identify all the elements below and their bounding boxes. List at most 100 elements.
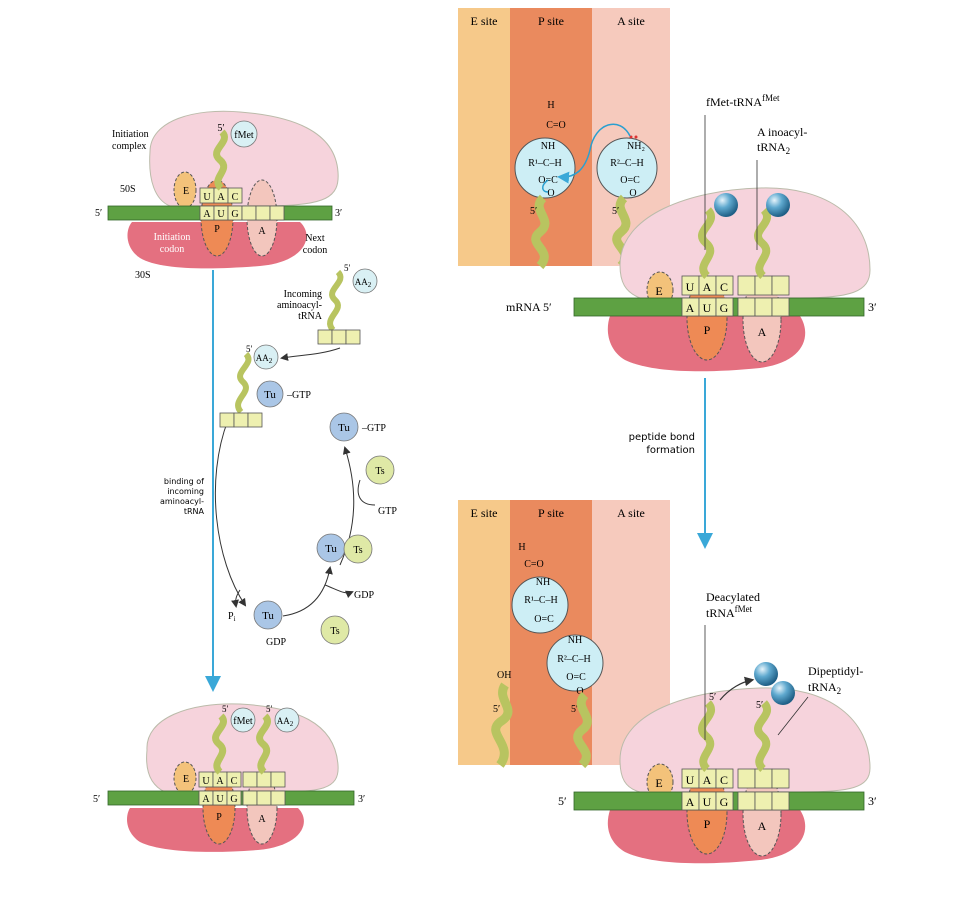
incoming-trna-coil [327, 269, 344, 333]
chem-right-o: O [629, 188, 636, 199]
anticodon-boxes-right-top [681, 275, 790, 296]
cycle-arc-bottom [282, 566, 333, 617]
anticodon-2: A [217, 192, 225, 203]
lone-pair-dot-2 [634, 135, 638, 139]
ef-tu-label-4: Tu [262, 610, 274, 622]
fmet-ball-bottom [230, 707, 256, 733]
codon-boxes-bottom [198, 790, 286, 806]
chem-left-r1: R¹–C–H [528, 158, 562, 169]
a-trna-five-prime: 5′ [612, 206, 619, 217]
dipeptidyl-trna-coil-ribosome [754, 700, 771, 772]
ribosome-with-two-trnas: fMet AA2 5′ 5′ E P A U A C A U G 5′ 3′ [93, 703, 365, 852]
site-p-right-bottom: P [704, 817, 711, 831]
gtp-label-3: GTP [378, 506, 397, 517]
chem-left-o: O [547, 188, 554, 199]
deacylated-label-2: tRNAfMet [706, 604, 753, 620]
ternary-five-prime: 5′ [246, 344, 253, 354]
a-trna-coil-ribosome-top [754, 207, 771, 279]
ef-ts-label-3: Ts [330, 626, 339, 637]
dipeptide-circle-1 [511, 576, 569, 634]
codon-b-1: A [202, 794, 210, 805]
mrna-3-prime-bottom: 3′ [358, 794, 365, 805]
chem-b-nh: NH [536, 577, 550, 588]
anticodon-3: C [232, 192, 239, 203]
ef-tu-ball-1 [256, 380, 284, 408]
cycle-arc-top [280, 347, 341, 361]
chem-b-co: C=O [524, 559, 544, 570]
incoming-aa2-ball [352, 268, 378, 294]
mrna-3-prime-right-top: 3′ [868, 300, 877, 314]
chem-b-r2: R²–C–H [557, 654, 591, 665]
chem-b-oc1: O=C [534, 614, 554, 625]
anticodon-b-3: C [231, 776, 238, 787]
cycle-arc-left [214, 419, 247, 607]
dipeptidyl-five-prime: 5′ [756, 700, 763, 711]
chem-b-oc2: O=C [566, 672, 586, 683]
dipeptide-blue-ball-2 [771, 681, 795, 705]
anticodon-boxes-right-bottom [681, 768, 790, 789]
initiation-codon-label-1: Initiation [154, 232, 191, 243]
chem-b-h: H [518, 542, 525, 553]
binding-label-2: incoming [167, 487, 204, 496]
codon-b-2: U [216, 794, 224, 805]
aminoacyl-label-1: A inoacyl- [757, 125, 807, 139]
pi-out-curve [231, 589, 241, 608]
aa2-chem-circle [596, 137, 658, 199]
ef-tu-cycle: AA2 5′ Incoming aminoacyl- tRNA AA2 5′ T… [160, 263, 397, 648]
fmet-label: fMet [234, 130, 254, 141]
codon-boxes-right-top [681, 297, 790, 317]
codon-rb-3: G [720, 795, 729, 809]
dipeptidyl-leader [777, 696, 809, 736]
site-p-label: P [214, 224, 220, 235]
anticodon-rt-2: A [703, 280, 712, 294]
anticodon-boxes-bottom [198, 771, 286, 788]
fmet-label-bottom: fMet [233, 716, 253, 727]
incoming-five-prime: 5′ [344, 263, 351, 273]
e-site-header-bottom: E site [471, 506, 498, 520]
a-site-header-bottom: A site [617, 506, 645, 520]
p-trna-coil-top [531, 194, 550, 270]
fmet-trna-coil [213, 129, 228, 191]
p-trna-five-prime-bottom: 5′ [571, 704, 578, 715]
site-a-label: A [258, 226, 266, 237]
deacylated-trna-coil-bottom [491, 682, 513, 768]
codon-rb-1: A [686, 795, 695, 809]
peptide-bond-label-1: peptide bond [629, 432, 695, 443]
anticodon-rb-3: C [720, 773, 728, 787]
anticodon-rb-2: A [703, 773, 712, 787]
chem-left-nh: NH [541, 141, 555, 152]
dipeptide-blue-ball-1 [754, 662, 778, 686]
next-codon-label-1: Next [305, 233, 325, 244]
deacylated-trna-coil-ribosome [698, 700, 715, 772]
dipeptide-circle-2 [546, 634, 604, 692]
deacylated-five-prime: 5′ [709, 692, 716, 703]
deacylated-label-1: Deacylated [706, 590, 760, 604]
chem-b-nh2: NH [568, 635, 582, 646]
peptide-transfer-arrow [719, 676, 755, 701]
mrna-5-prime-right-bottom: 5′ [558, 794, 567, 808]
bottom-right-panel: E site P site A site H C=O NH R¹–C–H O=C… [458, 500, 877, 864]
binding-label-3: aminoacyl- [160, 497, 204, 506]
dipeptidyl-label-1: Dipeptidyl- [808, 664, 863, 678]
ef-tu-ball-2 [329, 412, 359, 442]
anticodon-rt-1: U [686, 280, 695, 294]
initiation-complex-label-2: complex [112, 141, 146, 152]
chem-right-oc: O=C [620, 175, 640, 186]
site-e-right-top: E [655, 284, 662, 298]
nucleophilic-attack-arrow [557, 123, 631, 184]
dipeptidyl-trna-coil-bottom [573, 691, 592, 769]
site-e-label-bottom: E [183, 774, 189, 785]
incoming-trna-anticodon-boxes [317, 329, 361, 345]
site-a-right-top: A [758, 325, 767, 339]
dipeptidyl-label-2: tRNA2 [808, 680, 841, 696]
codon-boxes [199, 205, 285, 221]
gdp-label-1: GDP [266, 637, 286, 648]
incoming-label-3: tRNA [298, 311, 323, 322]
codon-b-3: G [230, 794, 237, 805]
gtp-label-1: –GTP [286, 390, 311, 401]
chem-left-co: C=O [546, 120, 566, 131]
site-e-label: E [183, 186, 189, 197]
p-site-band [510, 8, 592, 266]
ef-ts-ball-3 [320, 615, 350, 645]
